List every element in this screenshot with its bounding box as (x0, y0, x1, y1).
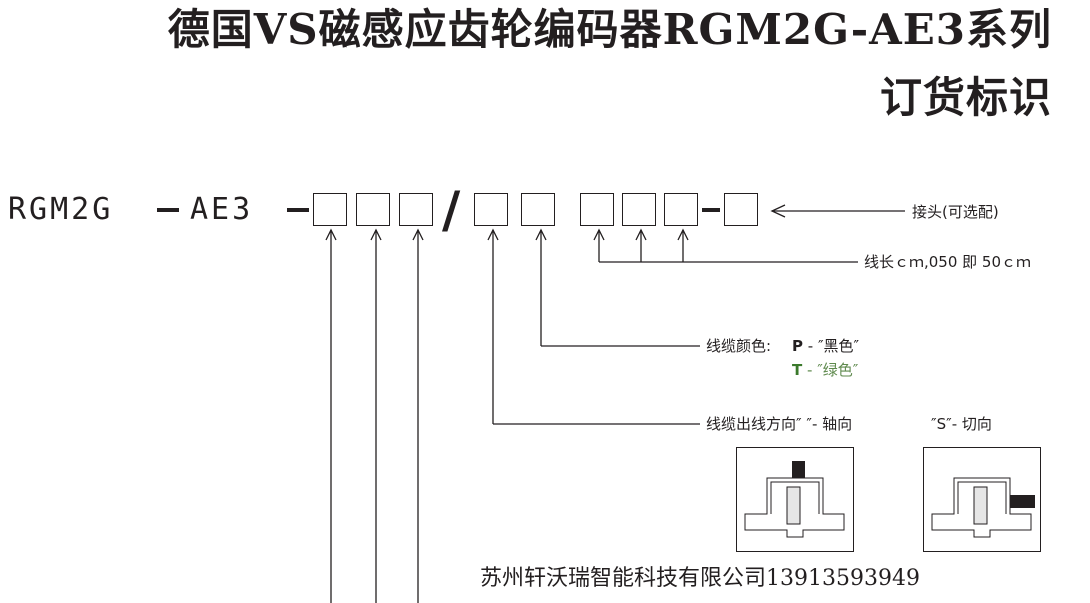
axial-exit-drawing (744, 461, 845, 538)
cable-color-code-t: T (792, 361, 803, 379)
length-arrowhead-2 (635, 228, 647, 241)
order-code-dash-3 (702, 208, 720, 212)
exit-arrowhead (487, 228, 499, 241)
cable-color-name-green: ″绿色″ (817, 361, 859, 379)
order-code-prefix-text: RGM2G (8, 192, 114, 227)
color-arrowhead (535, 228, 547, 241)
slot2-arrowhead (370, 228, 382, 241)
order-code-prefix: RGM2G (8, 190, 113, 230)
order-code-mid: AE3 (190, 190, 253, 230)
length-arrowhead-3 (677, 228, 689, 241)
cable-color-title: 线缆颜色: (706, 337, 772, 355)
code-slot-4[interactable] (474, 193, 508, 226)
order-code-dash-1 (157, 208, 179, 212)
cable-exit-axial-label: 线缆出线方向″ ″- 轴向 (706, 415, 853, 433)
code-slot-3[interactable] (399, 193, 433, 226)
cable-color-sep-t: - (802, 361, 818, 379)
title-line-2: 订货标识 (879, 73, 1052, 122)
cable-color-option-black: P - ″黑色″ (792, 337, 859, 355)
connector-arrowhead (770, 204, 786, 218)
cable-color-name-black: ″黑色″ (817, 337, 860, 355)
length-arrowhead-1 (593, 228, 605, 241)
code-slot-7[interactable] (622, 193, 656, 226)
code-slot-6[interactable] (580, 193, 614, 226)
slot1-arrowhead (325, 228, 337, 241)
code-slot-1[interactable] (313, 193, 347, 226)
cable-color-sep-p: - (803, 337, 818, 355)
slot3-arrowhead (412, 228, 424, 241)
order-code-dash-2 (287, 208, 309, 212)
cable-color-option-green: T - ″绿色″ (792, 361, 858, 379)
tangential-exit-diagram (923, 447, 1041, 552)
order-code-slash: / (442, 181, 461, 239)
code-slot-8[interactable] (664, 193, 698, 226)
cable-length-label: 线长ｃｍ,050 即 50ｃｍ (864, 253, 1032, 271)
cable-exit-tangential-label: ″S″- 切向 (931, 415, 992, 433)
code-slot-5[interactable] (521, 193, 555, 226)
title-line-1: 德国VS磁感应齿轮编码器RGM2G-AE3系列 (167, 5, 1052, 54)
code-slot-2[interactable] (356, 193, 390, 226)
connector-label: 接头(可选配) (912, 203, 999, 221)
tangential-exit-drawing (931, 477, 1035, 538)
axial-exit-diagram (736, 447, 854, 552)
cable-color-code-p: P (792, 337, 803, 355)
code-slot-9[interactable] (724, 193, 758, 226)
company-name: 苏州轩沃瑞智能科技有限公司13913593949 (480, 566, 920, 591)
order-code-mid-text: AE3 (190, 192, 254, 227)
